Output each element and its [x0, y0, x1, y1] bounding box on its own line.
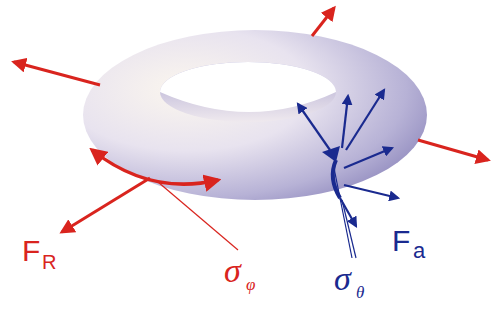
stress-symbol: σ — [334, 262, 351, 296]
force-subscript: a — [413, 240, 425, 262]
stress-subscript: θ — [356, 284, 364, 301]
torus-inner-wall — [160, 62, 336, 122]
force-subscript: R — [42, 252, 56, 272]
force-symbol: F — [392, 226, 410, 256]
torus-body — [83, 30, 427, 200]
stress-subscript: φ — [246, 276, 255, 293]
leader-line — [158, 182, 238, 250]
section-stress-arrows — [298, 90, 398, 258]
torus-hole — [160, 62, 336, 112]
stress-symbol: σ — [224, 254, 241, 288]
force-symbol: F — [22, 236, 40, 266]
radial-force-arrows — [14, 8, 488, 232]
